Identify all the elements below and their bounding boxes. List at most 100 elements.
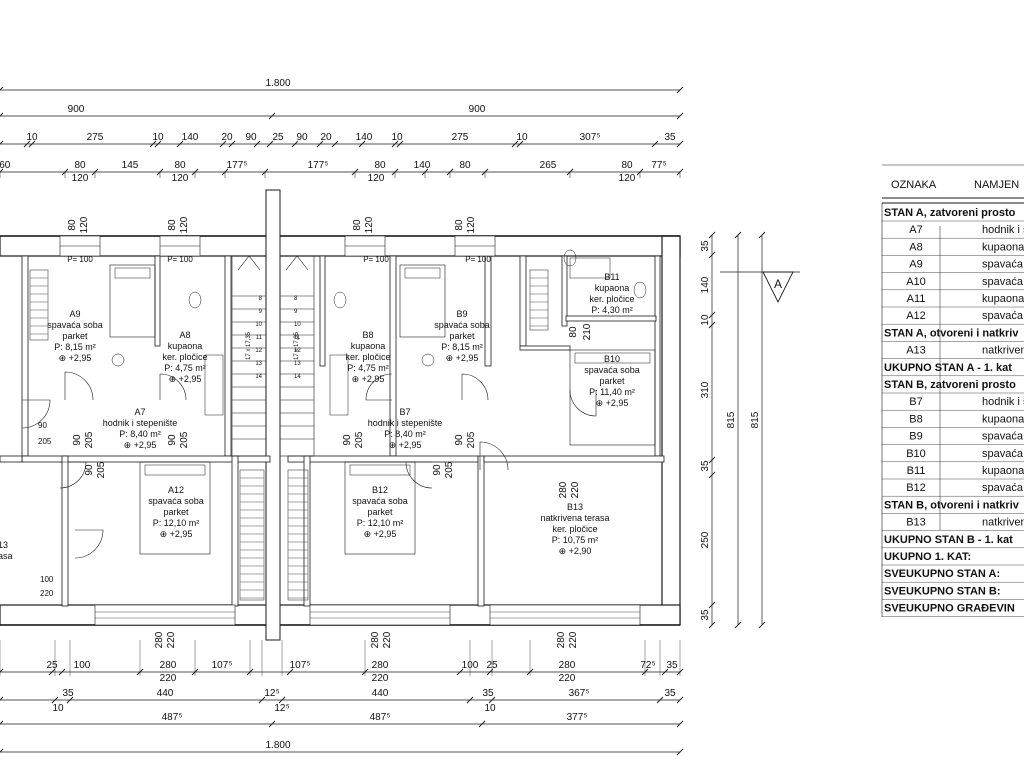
dimension-tick [758, 231, 766, 239]
table-grand: SVEUKUPNO GRAĐEVIN [884, 603, 1015, 615]
shower [569, 257, 611, 279]
table-section: STAN A, zatvoreni prosto [884, 207, 1016, 219]
dimension-tick [676, 140, 684, 148]
interior-wall [287, 455, 479, 463]
dim-right-6: 35 [700, 609, 711, 621]
dimension-tick [0, 748, 4, 753]
dim-b2-6: 35 [664, 688, 676, 699]
room-label-A13: A13 [0, 540, 8, 550]
pillow [404, 267, 441, 279]
dimension-tick [278, 696, 286, 704]
dim-row3-7: 90 [296, 132, 308, 143]
dim-row3-1: 275 [87, 132, 104, 143]
table-grand_a: SVEUKUPNO STAN A: [884, 568, 1000, 580]
dim-b1-7: 25 [486, 660, 498, 671]
window-h: 120 [364, 216, 375, 233]
door-swing-a12 [59, 461, 87, 489]
interior-wall [561, 255, 568, 327]
dim-half-right: 900 [469, 104, 486, 115]
room-label-B9: P: 8,15 m² [441, 342, 483, 352]
interior-wall [21, 255, 29, 457]
room-label-B13: ker. pločice [552, 524, 597, 534]
pillow [144, 464, 206, 476]
dimension-tick [331, 140, 339, 148]
room-label-B10: B10 [604, 354, 620, 364]
table-code: B12 [906, 482, 926, 494]
dim-b1-3: 107⁵ [212, 660, 233, 671]
window-h: 220 [382, 631, 393, 648]
table-section: STAN A, otvoreni i natkriv [884, 327, 1019, 339]
dimension-tick [676, 696, 684, 704]
door-w: 90 [342, 434, 353, 446]
step-number: 9 [259, 309, 263, 315]
dim-row3-13: 307⁵ [580, 132, 601, 143]
dimension-tick [0, 696, 4, 701]
dim-right-0: 35 [700, 240, 711, 252]
room-label-B9: parket [449, 331, 475, 341]
dim-b2-lower-2: 10 [484, 703, 496, 714]
interior-wall [654, 255, 661, 457]
dim-row4-3: 80 [174, 160, 186, 171]
window-w: 80 [352, 219, 363, 231]
interior-wall [519, 345, 571, 351]
room-label-A9: spavaća soba [47, 320, 103, 330]
dim-right-4: 35 [700, 460, 711, 472]
table-purpose: kupaona [982, 293, 1024, 305]
room-label-B11: kupaona [595, 283, 630, 293]
room-label-B9: spavaća soba [434, 320, 490, 330]
window-w: 280 [370, 631, 381, 648]
table-purpose: spavaća so [982, 310, 1024, 322]
room-label-B8: ⊕ +2,95 [352, 374, 385, 384]
step-number: 9 [294, 309, 298, 315]
table-code: A8 [909, 241, 922, 253]
table-total: UKUPNO 1. KAT: [884, 551, 971, 563]
room-label-A7: hodnik i stepenište [103, 418, 178, 428]
room-label-A8: A8 [179, 330, 190, 340]
table-code: B9 [909, 431, 922, 443]
dimension-tick [291, 140, 299, 148]
step-number: 14 [294, 374, 301, 380]
dim-right-total-outer: 815 [750, 411, 761, 428]
dim-b3-2: 377⁵ [567, 712, 588, 723]
table-header-code: OZNAKA [891, 179, 937, 191]
pillow [574, 352, 651, 364]
table-code: A13 [906, 345, 926, 357]
dim-b2-0: 35 [62, 688, 74, 699]
door-swing-b9 [461, 373, 489, 401]
window-w: 80 [67, 219, 78, 231]
room-label-B12: ⊕ +2,95 [364, 529, 397, 539]
toilet [333, 291, 347, 309]
dimension-tick [708, 321, 716, 329]
room-label-A9: ⊕ +2,95 [59, 353, 92, 363]
door-h: 205 [38, 437, 52, 446]
dimension-tick [708, 311, 716, 319]
dim-b1-lower-2: 220 [559, 673, 576, 684]
dimension-tick [0, 720, 4, 725]
dimension-tick [466, 696, 474, 704]
window-h: 220 [166, 631, 177, 648]
shower [204, 354, 224, 416]
window-h: 220 [568, 631, 579, 648]
room-label-B7: P: 8,40 m² [384, 429, 426, 439]
dimension-tick [734, 621, 742, 629]
dim-row4-0: 260 [0, 160, 11, 171]
dim-b1-0: 25 [46, 660, 58, 671]
dimension-tick [734, 231, 742, 239]
wardrobe [529, 269, 549, 331]
dim-row4-7: 140 [414, 160, 431, 171]
window-w: 80 [454, 219, 465, 231]
room-label-B7: B7 [399, 407, 410, 417]
dim-row4-5: 177⁵ [308, 160, 329, 171]
dimension-tick [676, 720, 684, 728]
room-label-B12: P: 12,10 m² [357, 518, 404, 528]
dimension-tick [456, 668, 464, 676]
window-w: 280 [556, 631, 567, 648]
dim-b2-lower-0: 10 [52, 703, 64, 714]
room-label-B11: P: 4,30 m² [591, 305, 633, 315]
dim-row3-2: 10 [152, 132, 164, 143]
dimension-tick [23, 140, 31, 148]
